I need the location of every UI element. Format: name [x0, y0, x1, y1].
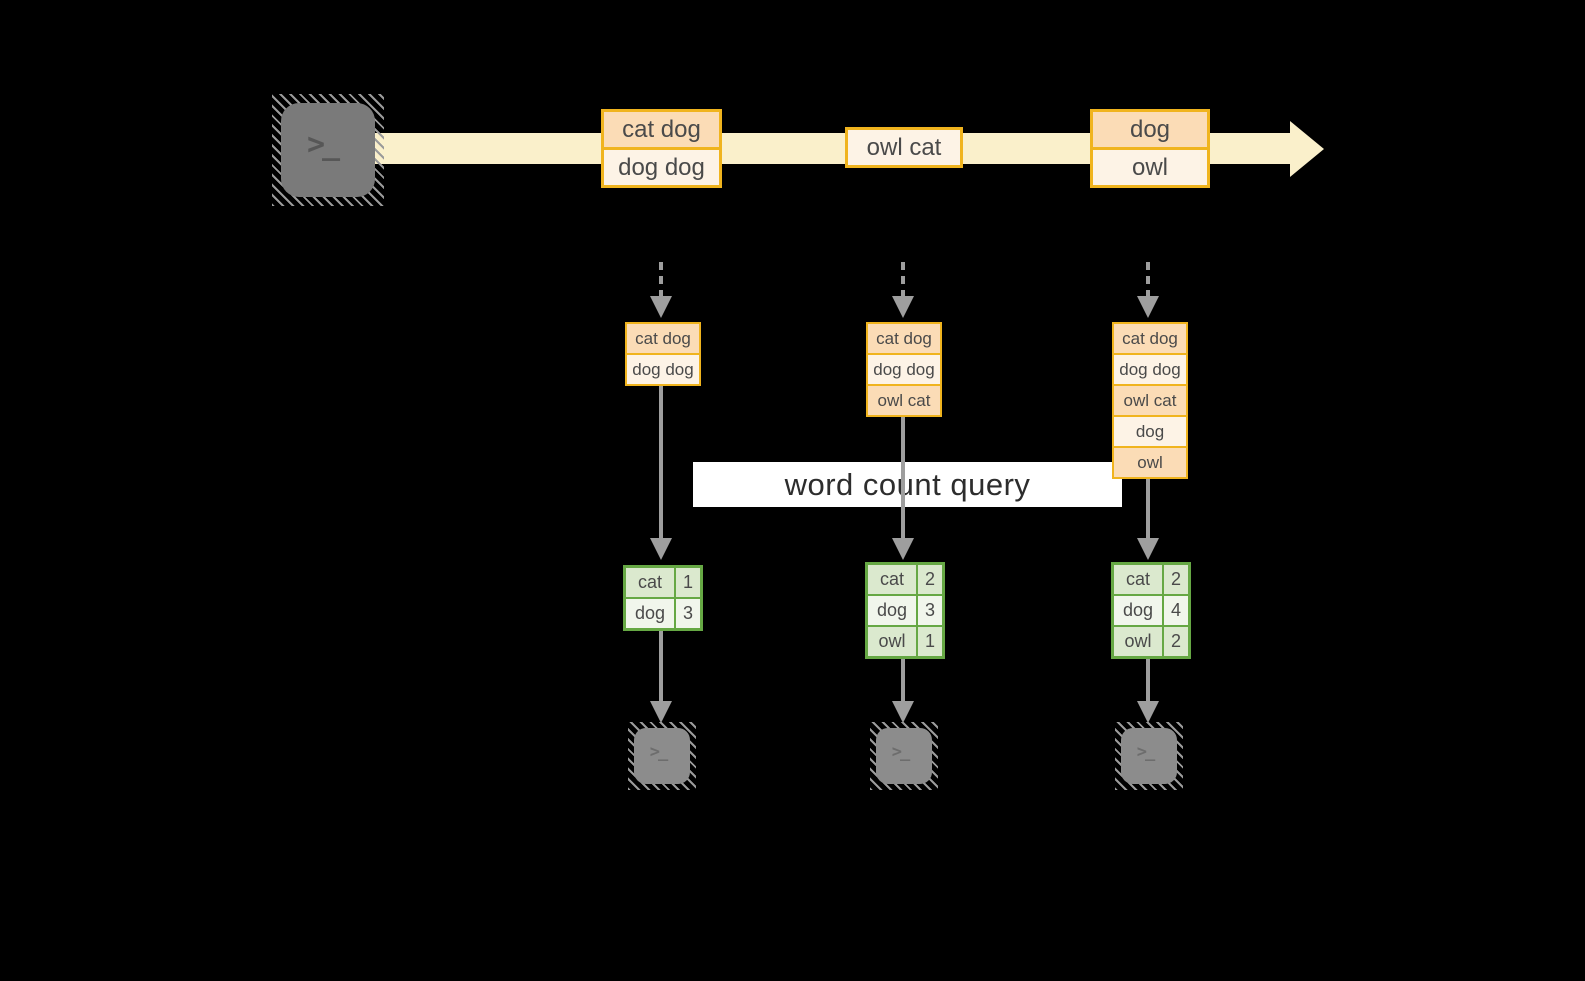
event-record-text: dog dog	[618, 154, 705, 181]
event-record: dog dog	[604, 147, 719, 185]
query-banner-label: word count query	[784, 466, 1031, 502]
stream-event-batch-1: cat dog dog dog	[601, 109, 722, 188]
terminal-output-icon-1: >_	[628, 722, 696, 790]
terminal-prompt-glyph-icon: >_	[306, 126, 340, 162]
count-row: cat 2	[1114, 565, 1188, 594]
query-arrow-line-1	[659, 386, 663, 538]
ingest-arrow-line-1	[659, 262, 663, 298]
event-record-text: dog	[1129, 116, 1171, 143]
count-word: owl	[868, 627, 916, 656]
count-word: cat	[626, 568, 674, 597]
count-value: 3	[674, 599, 700, 628]
ingest-arrow-line-2	[901, 262, 905, 298]
buffer-row-text: owl cat	[877, 391, 931, 410]
count-value: 2	[916, 565, 942, 594]
query-banner: word count query	[693, 462, 1122, 507]
output-arrowhead-icon	[892, 701, 914, 723]
count-table-2: cat 2 dog 3 owl 1	[865, 562, 945, 659]
buffer-row-text: cat dog	[635, 329, 691, 348]
count-value: 4	[1162, 596, 1188, 625]
query-arrowhead-icon	[892, 538, 914, 560]
query-arrowhead-icon	[1137, 538, 1159, 560]
output-arrow-line-1	[659, 631, 663, 703]
buffer-row: owl cat	[1114, 384, 1186, 415]
buffer-row: owl cat	[868, 384, 940, 415]
count-table-3: cat 2 dog 4 owl 2	[1111, 562, 1191, 659]
count-table-1: cat 1 dog 3	[623, 565, 703, 631]
count-word: dog	[626, 599, 674, 628]
count-row: dog 3	[868, 594, 942, 625]
count-value: 1	[674, 568, 700, 597]
buffer-row-text: cat dog	[1122, 329, 1178, 348]
count-value: 1	[916, 627, 942, 656]
event-buffer-1: cat dog dog dog	[625, 322, 701, 386]
terminal-prompt-glyph-icon: >_	[649, 742, 669, 762]
event-record-text: cat dog	[622, 116, 701, 143]
count-value: 3	[916, 596, 942, 625]
terminal-output-body: >_	[1121, 728, 1177, 784]
ingest-arrowhead-icon	[1137, 296, 1159, 318]
output-arrow-line-3	[1146, 659, 1150, 703]
stream-arrowhead-icon	[1290, 121, 1324, 177]
terminal-source-body: >_	[281, 103, 375, 197]
buffer-row-text: dog dog	[632, 360, 694, 379]
count-row: owl 1	[868, 625, 942, 656]
count-row: cat 2	[868, 565, 942, 594]
terminal-output-icon-3: >_	[1115, 722, 1183, 790]
buffer-row: owl	[1114, 446, 1186, 477]
event-record: cat dog	[604, 112, 719, 147]
buffer-row-text: dog dog	[873, 360, 935, 379]
count-word: cat	[868, 565, 916, 594]
buffer-row-text: owl	[1137, 453, 1163, 472]
event-record: owl cat	[848, 130, 960, 165]
event-record-text: owl	[1131, 154, 1168, 181]
query-arrowhead-icon	[650, 538, 672, 560]
terminal-prompt-glyph-icon: >_	[891, 742, 911, 762]
stream-event-batch-2: owl cat	[845, 127, 963, 168]
buffer-row: cat dog	[627, 324, 699, 353]
ingest-arrow-line-3	[1146, 262, 1150, 298]
output-arrow-line-2	[901, 659, 905, 703]
count-value: 2	[1162, 565, 1188, 594]
event-record: owl	[1093, 147, 1207, 185]
count-row: dog 4	[1114, 594, 1188, 625]
ingest-arrowhead-icon	[892, 296, 914, 318]
ingest-arrowhead-icon	[650, 296, 672, 318]
buffer-row: cat dog	[868, 324, 940, 353]
buffer-row-text: cat dog	[876, 329, 932, 348]
buffer-row: dog dog	[868, 353, 940, 384]
output-arrowhead-icon	[1137, 701, 1159, 723]
event-record-text: owl cat	[866, 134, 942, 161]
buffer-row-text: dog	[1135, 422, 1165, 441]
terminal-source-icon: >_	[272, 94, 384, 206]
count-word: dog	[868, 596, 916, 625]
query-arrow-line-2	[901, 417, 905, 538]
event-buffer-2: cat dog dog dog owl cat	[866, 322, 942, 417]
event-record: dog	[1093, 112, 1207, 147]
count-row: dog 3	[626, 597, 700, 628]
count-word: cat	[1114, 565, 1162, 594]
event-buffer-3: cat dog dog dog owl cat dog owl	[1112, 322, 1188, 479]
count-row: owl 2	[1114, 625, 1188, 656]
count-value: 2	[1162, 627, 1188, 656]
buffer-row-text: dog dog	[1119, 360, 1181, 379]
stream-event-batch-3: dog owl	[1090, 109, 1210, 188]
buffer-row-text: owl cat	[1123, 391, 1177, 410]
buffer-row: dog dog	[1114, 353, 1186, 384]
query-arrow-line-3	[1146, 479, 1150, 538]
terminal-output-body: >_	[876, 728, 932, 784]
count-word: dog	[1114, 596, 1162, 625]
count-row: cat 1	[626, 568, 700, 597]
buffer-row: dog	[1114, 415, 1186, 446]
terminal-output-icon-2: >_	[870, 722, 938, 790]
terminal-output-body: >_	[634, 728, 690, 784]
output-arrowhead-icon	[650, 701, 672, 723]
buffer-row: dog dog	[627, 353, 699, 384]
terminal-prompt-glyph-icon: >_	[1136, 742, 1156, 762]
count-word: owl	[1114, 627, 1162, 656]
buffer-row: cat dog	[1114, 324, 1186, 353]
